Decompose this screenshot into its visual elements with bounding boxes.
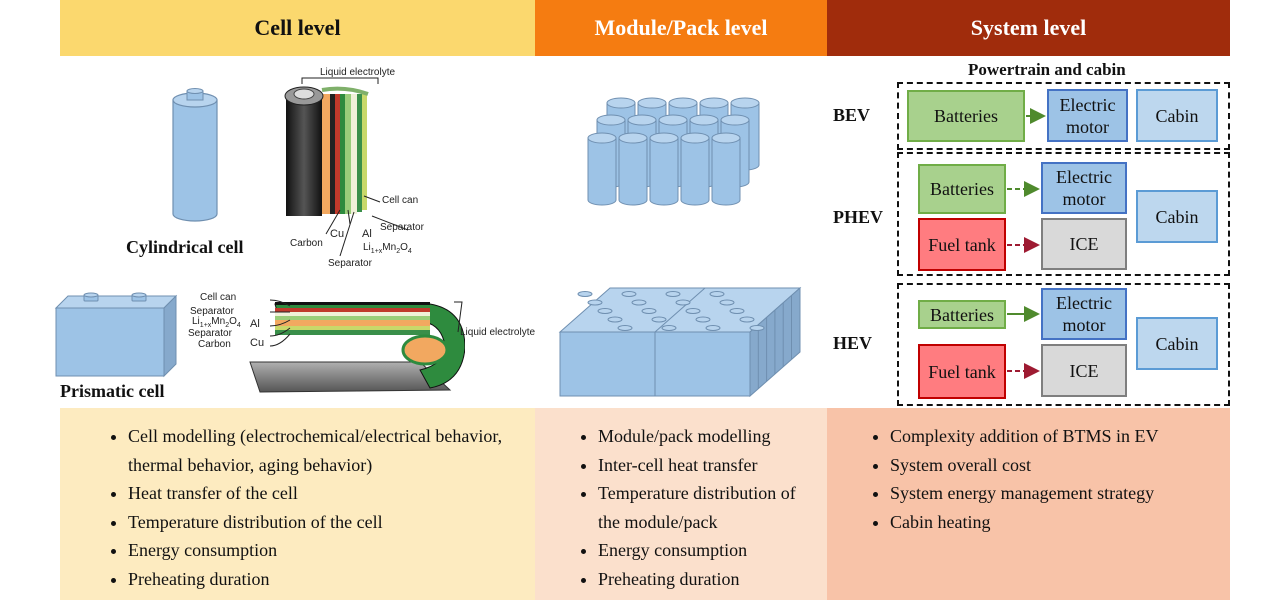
electrolyte-bracket-icon <box>301 77 379 84</box>
bev-electric-motor-box: Electric motor <box>1047 89 1128 142</box>
module-terminal <box>607 316 623 323</box>
powertrain-cabin-title: Powertrain and cabin <box>968 60 1126 79</box>
module-cylinder <box>649 132 679 206</box>
module-terminal <box>597 308 613 314</box>
module-terminal <box>685 308 701 314</box>
module-terminal <box>617 325 633 331</box>
phev-batteries-box: Batteries <box>918 164 1006 214</box>
cell-bullet: Temperature distribution of the cell <box>128 508 525 537</box>
cyl-annotation-leaders <box>325 195 409 257</box>
module-terminal <box>641 308 657 314</box>
module-terminal <box>695 316 711 323</box>
system-bullet: Complexity addition of BTMS in EV <box>890 422 1220 451</box>
hev-label: HEV <box>833 333 873 353</box>
cyl-separator-right-label: Separator <box>380 222 424 233</box>
phev-group <box>897 152 1230 276</box>
module-terminal <box>577 291 593 297</box>
module-cylinder <box>680 132 710 206</box>
module-terminal <box>749 325 765 331</box>
header-cell-text: Cell level <box>254 15 341 40</box>
module-terminal <box>621 291 637 297</box>
cell-bullet: Energy consumption <box>128 536 525 565</box>
bev-label: BEV <box>833 105 871 125</box>
pris-liquid-electrolyte-label: Liquid electrolyte <box>460 327 536 338</box>
phev-ice-box: ICE <box>1041 218 1127 270</box>
module-cylinder <box>711 132 741 206</box>
module-divider <box>654 287 706 333</box>
module-bullet: Temperature distribution of the module/p… <box>598 479 817 536</box>
pris-separator2-label: Separator <box>188 328 232 339</box>
cell-bullet: Heat transfer of the cell <box>128 479 525 508</box>
module-terminal <box>705 325 721 331</box>
phev-label: PHEV <box>833 207 884 227</box>
bev-cabin-box: Cabin <box>1136 89 1218 142</box>
pris-al-label: Al <box>250 318 260 330</box>
cylinder-cell-icon <box>172 88 218 222</box>
pris-annotation-leaders <box>269 299 463 347</box>
header-module-text: Module/Pack level <box>594 15 768 40</box>
hev-fuel-tank-box: Fuel tank <box>918 344 1006 399</box>
module-terminal <box>651 316 667 323</box>
module-bullet: Module/pack modelling <box>598 422 817 451</box>
bev-batteries-box: Batteries <box>907 90 1025 142</box>
cell-bullet: Preheating duration <box>128 565 525 594</box>
module-bullet: Energy consumption <box>598 536 817 565</box>
header-system-level: System level <box>827 0 1230 56</box>
cylindrical-module-icon <box>587 97 760 206</box>
bev-group <box>897 82 1230 150</box>
module-cylinder <box>587 132 617 206</box>
module-terminal <box>739 316 755 323</box>
cyl-cell-can-label: Cell can <box>382 195 419 206</box>
system-level-bullets: Complexity addition of BTMS in EV System… <box>827 408 1230 600</box>
hev-batteries-box: Batteries <box>918 300 1006 329</box>
pris-limno-label: Li1+xMn2O4 <box>192 316 241 329</box>
module-terminal <box>661 325 677 331</box>
module-terminal <box>709 291 725 297</box>
header-module-pack-level: Module/Pack level <box>535 0 827 56</box>
pris-cell-can-label: Cell can <box>200 292 237 303</box>
header-cell-level: Cell level <box>60 0 535 56</box>
pris-carbon-label: Carbon <box>198 339 231 350</box>
system-bullet: System overall cost <box>890 451 1220 480</box>
module-terminal <box>665 291 681 297</box>
prismatic-cell-cutaway-icon <box>249 302 465 393</box>
cylindrical-cell-label: Cylindrical cell <box>126 237 244 257</box>
hev-ice-box: ICE <box>1041 344 1127 397</box>
cell-bullet: Cell modelling (electrochemical/electric… <box>128 422 525 479</box>
cyl-separator-bottom-label: Separator <box>328 258 372 269</box>
prismatic-module-icon <box>558 286 802 398</box>
pris-separator1-label: Separator <box>190 306 234 317</box>
module-level-bullets: Module/pack modelling Inter-cell heat tr… <box>535 408 827 600</box>
cyl-al-label: Al <box>362 228 372 240</box>
cyl-liquid-electrolyte-label: Liquid electrolyte <box>320 67 396 78</box>
prismatic-cell-label: Prismatic cell <box>60 381 165 401</box>
cyl-carbon-label: Carbon <box>290 238 323 249</box>
pris-cu-label: Cu <box>250 337 265 349</box>
module-terminal <box>631 299 647 306</box>
module-bullet: Preheating duration <box>598 565 817 594</box>
prismatic-cell-icon <box>54 292 177 378</box>
module-cylinder <box>618 132 648 206</box>
header-system-text: System level <box>970 15 1087 40</box>
cyl-limno-label: Li1+xMn2O4 <box>363 242 412 255</box>
hev-electric-motor-box: Electric motor <box>1041 288 1127 340</box>
phev-cabin-box: Cabin <box>1136 190 1218 243</box>
hev-group <box>897 283 1230 406</box>
module-terminal <box>675 299 691 306</box>
system-bullet: Cabin heating <box>890 508 1220 537</box>
module-terminal <box>729 308 745 314</box>
module-terminal <box>719 299 735 306</box>
phev-electric-motor-box: Electric motor <box>1041 162 1127 214</box>
module-terminal <box>587 299 603 306</box>
cylindrical-cell-cutaway-icon <box>284 86 369 216</box>
hev-cabin-box: Cabin <box>1136 317 1218 370</box>
system-bullet: System energy management strategy <box>890 479 1220 508</box>
module-bullet: Inter-cell heat transfer <box>598 451 817 480</box>
phev-fuel-tank-box: Fuel tank <box>918 218 1006 271</box>
cyl-cu-label: Cu <box>330 228 345 240</box>
cell-level-bullets: Cell modelling (electrochemical/electric… <box>60 408 535 600</box>
